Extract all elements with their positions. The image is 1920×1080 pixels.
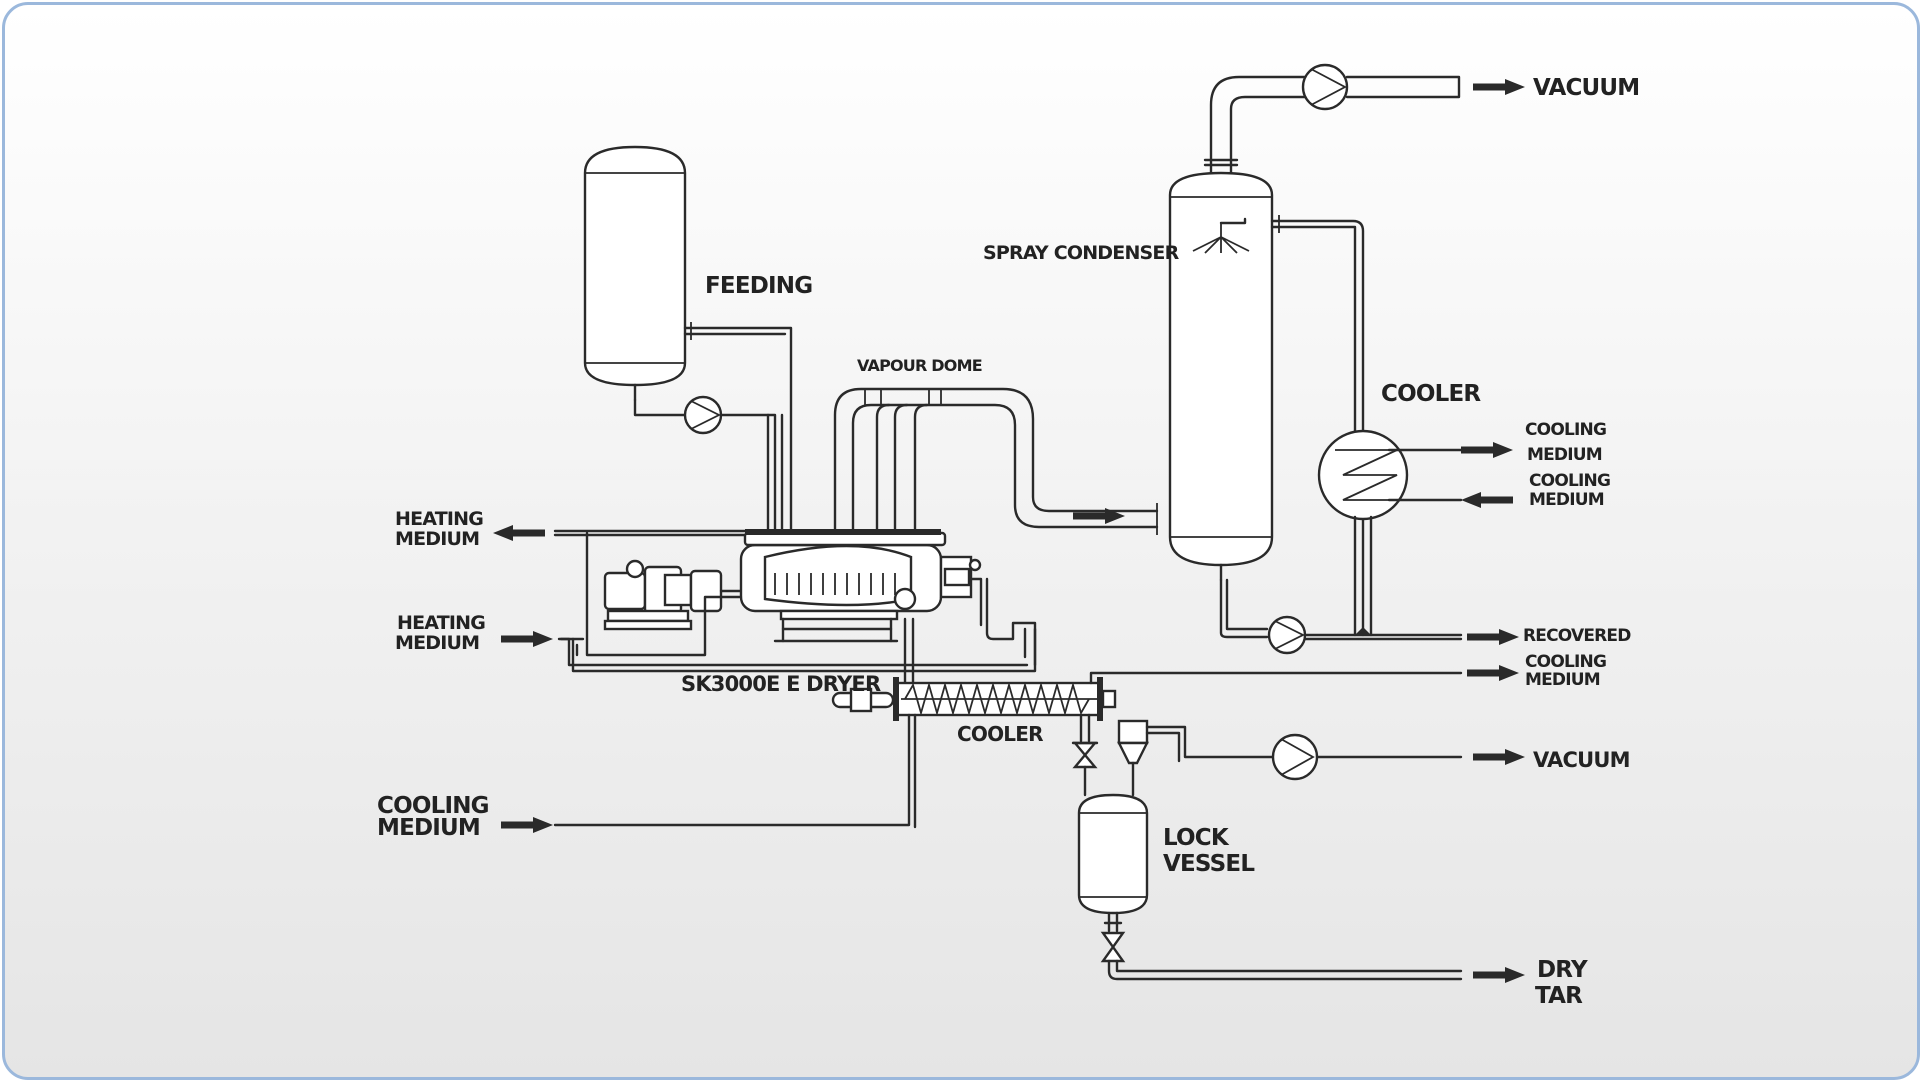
dry-tar-line xyxy=(1107,959,1463,981)
label-cooling-medium-out-1: COOLING xyxy=(1525,420,1606,440)
vacuum-pump-bottom-icon xyxy=(1271,733,1319,781)
label-spray-condenser: SPRAY CONDENSER xyxy=(983,242,1180,264)
recovered-pump-icon xyxy=(1267,615,1307,655)
heating-medium-out-arrow xyxy=(493,525,545,541)
label-heating-medium-out-2: MEDIUM xyxy=(395,528,479,550)
label-lock-vessel-1: LOCK xyxy=(1163,825,1230,851)
vacuum-filter xyxy=(1117,719,1275,797)
label-vapour-dome: VAPOUR DOME xyxy=(857,356,982,375)
vacuum-top-arrow xyxy=(1473,79,1525,95)
heating-medium-in-arrow xyxy=(501,631,553,647)
label-heating-medium-in-2: MEDIUM xyxy=(395,632,479,654)
label-vacuum-bottom: VACUUM xyxy=(1533,748,1630,772)
label-recovered: RECOVERED xyxy=(1523,626,1631,646)
cooling-medium-in-arrow xyxy=(1461,492,1513,508)
recycle-line xyxy=(1270,219,1365,637)
label-heating-medium-in-1: HEATING xyxy=(397,612,485,634)
feed-pipe xyxy=(633,398,687,417)
discharge-valve-icon xyxy=(1072,741,1098,769)
label-cooling-medium-left-1: COOLING xyxy=(377,793,489,819)
vacuum-pump-top-icon xyxy=(1301,63,1349,111)
cooling-medium-out-arrow xyxy=(1461,442,1513,458)
lock-vessel xyxy=(1077,793,1149,933)
vacuum-line-top xyxy=(1209,75,1307,175)
feed-tank xyxy=(583,145,687,402)
label-cooler-screw: COOLER xyxy=(957,722,1043,746)
label-cooler-right: COOLER xyxy=(1381,381,1481,407)
cooling-medium-left-arrow xyxy=(501,817,553,833)
cooling-medium-mid-arrow xyxy=(1467,665,1519,681)
label-feeding: FEEDING xyxy=(705,273,812,299)
lock-vessel-valve-icon xyxy=(1100,931,1126,963)
label-heating-medium-out-1: HEATING xyxy=(395,508,483,530)
label-cooling-medium-in-1: COOLING xyxy=(1529,471,1610,491)
spray-condenser xyxy=(1168,171,1274,567)
vapour-dome xyxy=(833,387,1159,537)
cooling-medium-left-line xyxy=(553,713,911,827)
label-cooling-medium-out-2: MEDIUM xyxy=(1527,445,1602,465)
label-cooling-medium-in-2: MEDIUM xyxy=(1529,490,1604,510)
sk3000e-dryer xyxy=(603,529,1037,667)
label-cooling-medium-left-2: MEDIUM xyxy=(377,815,480,841)
vacuum-bottom-arrow xyxy=(1473,749,1525,765)
label-dry-tar-2: TAR xyxy=(1535,983,1583,1009)
label-dryer: SK3000E E DRYER xyxy=(681,672,881,696)
label-cooling-medium-mid-1: COOLING xyxy=(1525,652,1606,672)
recovered-arrow xyxy=(1467,629,1519,645)
label-dry-tar-1: DRY xyxy=(1537,957,1588,983)
label-vacuum-top: VACUUM xyxy=(1533,75,1639,101)
cooling-medium-mid-line xyxy=(1089,671,1463,685)
label-cooling-medium-mid-2: MEDIUM xyxy=(1525,670,1600,690)
label-lock-vessel-2: VESSEL xyxy=(1163,851,1255,877)
feed-pump-icon xyxy=(683,395,723,435)
process-flow-diagram: VACUUM SPRAY CONDENSER FEEDING VAPOUR DO… xyxy=(377,63,1640,1009)
dry-tar-arrow xyxy=(1473,967,1525,983)
screw-cooler xyxy=(831,617,1117,721)
